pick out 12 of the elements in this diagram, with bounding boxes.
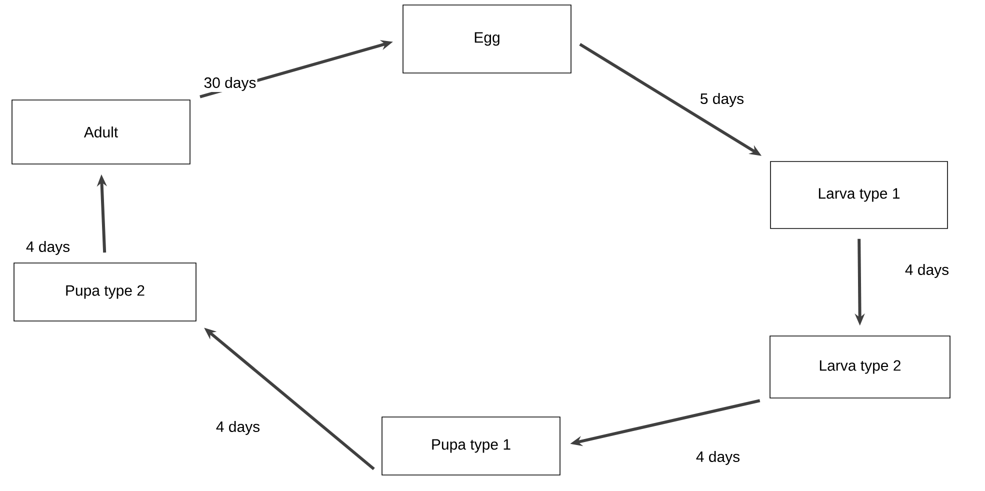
edge-label: 4 days <box>904 263 950 279</box>
edge-label: 4 days <box>214 420 262 436</box>
edge-label: 4 days <box>24 240 72 256</box>
edge-label: 5 days <box>698 92 746 108</box>
edge-label: 4 days <box>694 450 742 466</box>
stage-box: Larva type 1 <box>770 161 948 229</box>
stage-box: Adult <box>12 100 190 164</box>
stage-box: Pupa type 2 <box>14 262 196 322</box>
stage-box: Larva type 2 <box>770 336 950 398</box>
edge-label: 30 days <box>202 76 258 92</box>
stage-box: Pupa type 1 <box>382 416 560 476</box>
stage-box: Egg <box>402 4 572 74</box>
